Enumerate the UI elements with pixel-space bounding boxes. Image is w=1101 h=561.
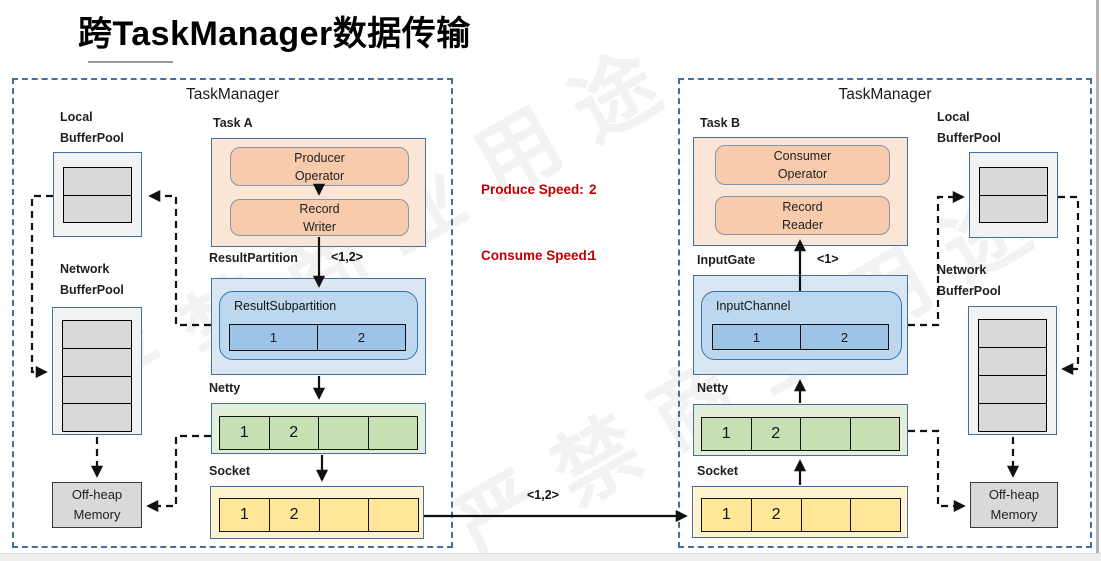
buffer-slot	[63, 375, 131, 404]
buffer-cell: 2	[268, 499, 319, 531]
buffer-cell	[800, 418, 850, 450]
label-line: Consumer	[773, 149, 832, 163]
buffer-cell: 1	[220, 499, 269, 531]
label-line: BufferPool	[937, 131, 1001, 145]
inputchannel-label: InputChannel	[716, 299, 791, 313]
right-socket-cells: 1 2	[701, 498, 901, 532]
inputchannel-cells: 1 2	[712, 324, 889, 350]
label-line: Network	[937, 263, 987, 277]
label-line: Memory	[73, 507, 121, 522]
buffer-slot	[64, 194, 131, 222]
right-local-bufferpool-label: Local BufferPool	[937, 107, 1001, 149]
left-offheap-memory-box: Off-heap Memory	[52, 482, 142, 528]
right-local-bufferpool-grid	[979, 167, 1048, 223]
buffer-cell: 2	[268, 417, 318, 449]
buffer-slot	[979, 375, 1046, 403]
inputgate-tag: <1>	[817, 252, 839, 266]
left-network-bufferpool-grid	[62, 320, 132, 432]
resultsubpartition-cells: 1 2	[229, 324, 406, 351]
right-offheap-memory-box: Off-heap Memory	[970, 482, 1058, 528]
buffer-slot	[980, 168, 1047, 195]
left-netty-cells: 1 2	[219, 416, 418, 450]
buffer-cell: 2	[750, 418, 800, 450]
title-underline	[88, 61, 173, 63]
left-local-bufferpool-label: Local BufferPool	[60, 107, 124, 149]
record-reader-box: Record Reader	[715, 196, 890, 235]
inputgate-label: InputGate	[697, 253, 756, 267]
right-taskmanager-title: TaskManager	[838, 86, 932, 103]
left-netty-label: Netty	[209, 381, 241, 395]
buffer-cell: 2	[750, 499, 801, 531]
buffer-slot	[980, 194, 1047, 222]
buffer-cell: 1	[220, 417, 269, 449]
label-line: BufferPool	[60, 131, 124, 145]
label-line: Record	[299, 201, 340, 216]
right-socket-label: Socket	[697, 464, 738, 478]
buffer-cell	[850, 499, 900, 531]
buffer-slot	[64, 168, 131, 195]
right-netty-cells: 1 2	[701, 417, 900, 451]
task-a-label: Task A	[213, 116, 253, 130]
buffer-cell: 2	[800, 325, 888, 349]
right-network-bufferpool-label: Network BufferPool	[937, 260, 1001, 302]
right-taskmanager-panel	[678, 78, 1092, 548]
buffer-cell: 1	[230, 325, 317, 350]
label-line: Local	[937, 110, 970, 124]
buffer-slot	[63, 347, 131, 376]
buffer-cell	[368, 499, 418, 531]
left-socket-cells: 1 2	[219, 498, 419, 532]
buffer-slot	[979, 320, 1046, 347]
left-taskmanager-title: TaskManager	[185, 86, 280, 103]
label-line: Off-heap	[988, 487, 1040, 502]
producer-operator-box: Producer Operator	[230, 147, 409, 186]
right-network-bufferpool-grid	[978, 319, 1047, 432]
buffer-slot	[63, 403, 131, 431]
slide-bottom-strip	[0, 553, 1101, 561]
record-writer-box: Record Writer	[230, 199, 409, 236]
buffer-slot	[979, 347, 1046, 375]
page-title: 跨TaskManager数据传输	[78, 15, 471, 53]
transfer-arrow-label: <1,2>	[527, 488, 559, 502]
label-line: Producer	[294, 150, 345, 165]
buffer-cell	[849, 418, 899, 450]
slide-right-edge	[1096, 0, 1099, 553]
label-line: Local	[60, 110, 93, 124]
label-line: Memory	[990, 507, 1038, 522]
buffer-cell	[800, 499, 851, 531]
left-network-bufferpool-label: Network BufferPool	[60, 259, 124, 301]
label-line: BufferPool	[60, 283, 124, 297]
resultpartition-tag: <1,2>	[331, 250, 363, 264]
produce-speed-label: Produce Speed:	[481, 182, 584, 197]
label-line: Reader	[782, 217, 823, 232]
left-local-bufferpool-grid	[63, 167, 132, 223]
buffer-cell: 2	[317, 325, 405, 350]
buffer-cell	[318, 499, 369, 531]
buffer-cell: 1	[702, 499, 751, 531]
resultpartition-label: ResultPartition	[209, 251, 298, 265]
buffer-cell: 1	[702, 418, 751, 450]
buffer-cell	[367, 417, 417, 449]
consume-speed-value: 1	[589, 248, 597, 263]
label-line: Off-heap	[71, 487, 123, 502]
task-b-label: Task B	[700, 116, 741, 130]
buffer-cell: 1	[713, 325, 800, 349]
left-taskmanager-panel	[12, 78, 453, 548]
consumer-operator-box: Consumer Operator	[715, 145, 890, 185]
consume-speed-label: Consume Speed:	[481, 248, 592, 263]
resultsubpartition-label: ResultSubpartition	[234, 299, 337, 313]
label-line: Network	[60, 262, 110, 276]
label-line: Writer	[302, 219, 337, 234]
label-line: Record	[782, 199, 823, 214]
label-line: Operator	[294, 168, 345, 183]
buffer-slot	[63, 321, 131, 348]
produce-speed-value: 2	[589, 182, 597, 197]
speed-annotation: Produce Speed: 2 Consume Speed: 1	[481, 135, 597, 311]
right-netty-label: Netty	[697, 381, 729, 395]
buffer-slot	[979, 403, 1046, 431]
label-line: Operator	[777, 167, 828, 181]
label-line: BufferPool	[937, 284, 1001, 298]
buffer-cell	[318, 417, 368, 449]
left-socket-label: Socket	[209, 464, 250, 478]
